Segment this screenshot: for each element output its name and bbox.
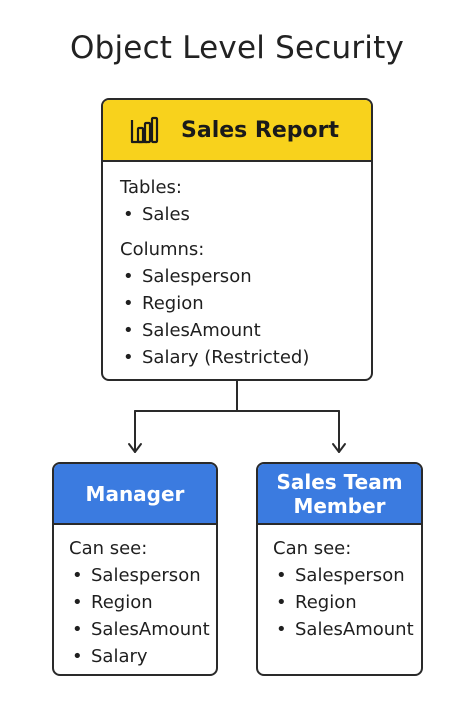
bullet-icon: • [123, 293, 134, 314]
bullet-icon: • [123, 347, 134, 368]
sales-report-title: Sales Report [181, 117, 339, 143]
bullet-icon: • [72, 565, 83, 586]
visible-column-item-label: Salary [91, 646, 148, 667]
column-item: • Region [120, 290, 355, 317]
role-title-line: Sales Team [276, 469, 403, 494]
sales-team-member-can-see-label: Can see: [273, 538, 352, 559]
bullet-icon: • [276, 565, 287, 586]
visible-column-item-label: SalesAmount [91, 619, 210, 640]
sales-team-member-visible-columns: • Salesperson • Region • SalesAmount [273, 562, 414, 643]
visible-column-item: • Salesperson [69, 562, 206, 589]
role-title-line: Member [293, 493, 386, 518]
bullet-icon: • [72, 592, 83, 613]
bullet-icon: • [72, 646, 83, 667]
column-item: • SalesAmount [120, 317, 355, 344]
bullet-icon: • [72, 619, 83, 640]
columns-list: • Salesperson • Region • SalesAmount • Salary (… [120, 263, 355, 371]
tables-label: Tables: [120, 177, 182, 198]
manager-can-see-label: Can see: [69, 538, 148, 559]
visible-column-item-label: Region [91, 592, 153, 613]
arrow-right-head [332, 443, 346, 453]
bullet-icon: • [123, 320, 134, 341]
bullet-icon: • [276, 592, 287, 613]
visible-column-item-label: Salesperson [295, 565, 405, 586]
column-item-label: Region [142, 293, 204, 314]
visible-column-item-label: SalesAmount [295, 619, 414, 640]
manager-body: Can see: • Salesperson • Region • SalesAmount… [54, 525, 216, 670]
visible-column-item: • SalesAmount [69, 616, 210, 643]
visible-column-item: • Region [273, 589, 411, 616]
bullet-icon: • [276, 619, 287, 640]
table-item: • Sales [120, 201, 355, 228]
manager-header: Manager [54, 464, 216, 525]
column-item: • Salary (Restricted) [120, 344, 355, 371]
power-bi-icon [130, 116, 159, 144]
diagram-title: Object Level Security [70, 30, 404, 66]
tables-list: • Sales [120, 201, 355, 228]
column-item: • Salesperson [120, 263, 355, 290]
visible-column-item-label: Salesperson [91, 565, 201, 586]
visible-column-item: • Salesperson [273, 562, 411, 589]
column-item-label: Salesperson [142, 266, 252, 287]
arrow-left-head [128, 443, 142, 453]
visible-column-item: • SalesAmount [273, 616, 414, 643]
sales-report-card: Sales Report Tables: • Sales Columns: • Sa… [101, 98, 373, 381]
sales-report-body: Tables: • Sales Columns: • Salesperson • Reg… [103, 162, 371, 371]
visible-column-item-label: Region [295, 592, 357, 613]
bullet-icon: • [123, 204, 134, 225]
bullet-icon: • [123, 266, 134, 287]
sales-report-header: Sales Report [103, 100, 371, 162]
manager-visible-columns: • Salesperson • Region • SalesAmount • Salary [69, 562, 210, 670]
visible-column-item: • Region [69, 589, 206, 616]
visible-column-item: • Salary [69, 643, 206, 670]
manager-card: Manager Can see: • Salesperson • Region • Sal… [52, 462, 218, 676]
role-title-line: Manager [85, 481, 185, 506]
column-item-label: Salary (Restricted) [142, 347, 310, 368]
column-item-label: SalesAmount [142, 320, 261, 341]
sales-team-member-body: Can see: • Salesperson • Region • SalesAmount [258, 525, 421, 643]
table-item-label: Sales [142, 204, 190, 225]
columns-label: Columns: [120, 239, 205, 260]
